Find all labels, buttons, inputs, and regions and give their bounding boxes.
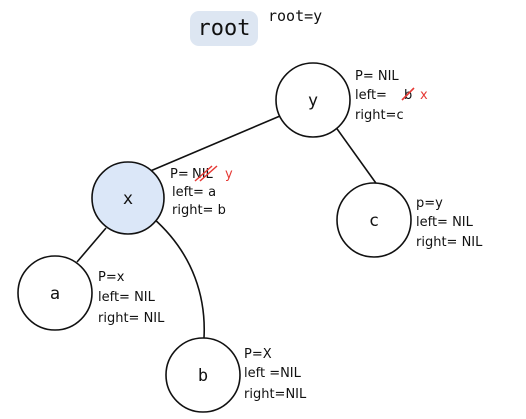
node-a-label: a xyxy=(50,284,60,304)
annotation-a-right: right= NIL xyxy=(98,311,165,326)
annotation-y: P= NIL left= b x right=c xyxy=(355,69,428,123)
node-b xyxy=(165,337,241,413)
root-badge-label: root xyxy=(198,16,251,41)
edge-y-x xyxy=(147,115,281,173)
annotation-y-parent: P= NIL xyxy=(355,69,399,84)
annotation-a-parent: P=x xyxy=(98,270,125,285)
node-a xyxy=(17,255,93,331)
annotation-b: P=X left =NIL right=NIL xyxy=(244,347,307,402)
node-b-label: b xyxy=(198,366,208,386)
node-c-label: c xyxy=(369,211,379,231)
edge-y-c xyxy=(334,125,379,187)
annotation-c-parent: p=y xyxy=(416,196,443,211)
annotation-y-left-prefix: left= xyxy=(355,88,387,103)
edge-x-a xyxy=(76,227,107,263)
annotation-c-right: right= NIL xyxy=(416,235,483,250)
annotation-y-left-old: b xyxy=(404,88,412,103)
annotation-b-right: right=NIL xyxy=(244,387,307,402)
root-badge xyxy=(190,11,258,46)
node-y-label: y xyxy=(308,91,318,111)
node-c xyxy=(336,182,412,258)
annotation-a: P=x left= NIL right= NIL xyxy=(98,270,165,326)
node-x xyxy=(91,161,165,235)
annotation-x: P= NIL y left= a right= b xyxy=(170,165,233,218)
annotation-b-left: left =NIL xyxy=(244,366,302,381)
annotation-c: p=y left= NIL right= NIL xyxy=(416,196,483,250)
annotation-a-left: left= NIL xyxy=(98,290,156,305)
annotation-x-parent-strike-1 xyxy=(194,165,213,182)
annotation-x-right: right= b xyxy=(172,203,226,218)
annotation-y-left-new: x xyxy=(420,88,428,103)
node-x-label: x xyxy=(123,189,133,209)
annotation-b-parent: P=X xyxy=(244,347,272,362)
node-y xyxy=(275,62,351,138)
root-assignment: root=y xyxy=(268,7,322,25)
annotation-x-parent-prefix: P= xyxy=(170,167,189,182)
annotation-x-parent-new: y xyxy=(225,167,233,182)
edge-x-b xyxy=(152,217,206,339)
annotation-c-left: left= NIL xyxy=(416,215,474,230)
annotation-y-right: right=c xyxy=(355,108,404,123)
annotation-y-left-strike xyxy=(401,87,415,101)
annotation-x-parent-strike-2 xyxy=(199,165,218,182)
annotation-x-left: left= a xyxy=(172,185,216,200)
